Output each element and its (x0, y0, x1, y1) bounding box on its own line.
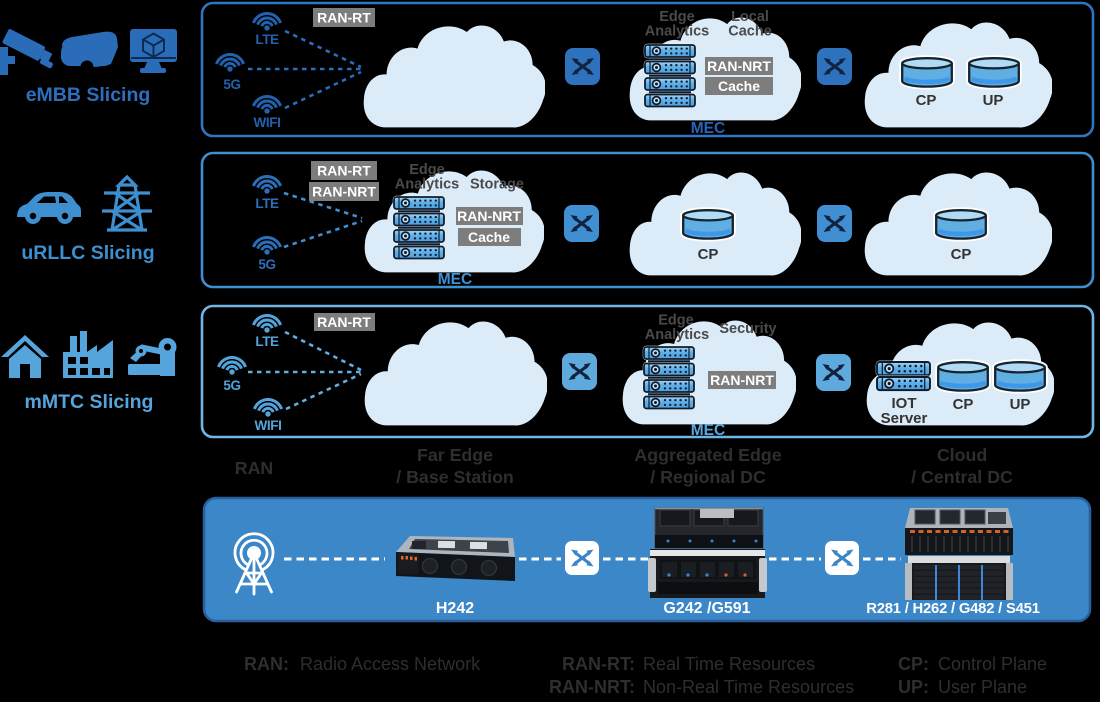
svg-text:Edge: Edge (659, 9, 694, 25)
svg-text:LTE: LTE (255, 334, 279, 349)
svg-text:CP: CP (953, 396, 974, 413)
svg-text:WIFI: WIFI (255, 418, 282, 433)
svg-text:Far Edge: Far Edge (417, 445, 493, 465)
svg-text:5G: 5G (223, 378, 240, 393)
svg-text:RAN-NRT: RAN-NRT (710, 372, 774, 388)
svg-text:LTE: LTE (255, 196, 279, 211)
svg-text:LTE: LTE (255, 32, 279, 47)
svg-text:Edge: Edge (658, 313, 693, 329)
svg-text:RAN-NRT: RAN-NRT (312, 184, 376, 200)
svg-text:CP: CP (698, 246, 719, 263)
svg-text:UP: UP (983, 92, 1004, 109)
svg-text:Aggregated Edge: Aggregated Edge (634, 445, 781, 465)
svg-text:RAN-RT: RAN-RT (317, 163, 371, 179)
svg-text:/ Central DC: / Central DC (911, 467, 1013, 487)
svg-text:/ Regional DC: / Regional DC (650, 467, 766, 487)
svg-text:Cache: Cache (468, 229, 510, 245)
svg-text:Cache: Cache (718, 78, 760, 94)
svg-text:Analytics: Analytics (395, 177, 459, 193)
svg-text:R281 / H262 / G482 / S451: R281 / H262 / G482 / S451 (866, 601, 1040, 617)
svg-text:RAN-RT: RAN-RT (317, 10, 371, 26)
svg-text:Non-Real Time Resources: Non-Real Time Resources (643, 677, 854, 697)
svg-text:RAN-NRT:: RAN-NRT: (549, 677, 635, 697)
svg-text:Analytics: Analytics (645, 24, 709, 40)
svg-text:RAN-NRT: RAN-NRT (457, 208, 521, 224)
svg-text:IOT: IOT (892, 395, 917, 412)
svg-text:Control Plane: Control Plane (938, 654, 1047, 674)
svg-text:User Plane: User Plane (938, 677, 1027, 697)
svg-text:MEC: MEC (438, 271, 472, 288)
svg-text:Radio Access Network: Radio Access Network (300, 654, 481, 674)
svg-text:Storage: Storage (470, 177, 524, 193)
svg-text:Security: Security (719, 321, 776, 337)
svg-text:Cloud: Cloud (937, 445, 987, 465)
svg-text:MEC: MEC (691, 422, 725, 439)
svg-text:5G: 5G (258, 257, 275, 272)
svg-text:WIFI: WIFI (254, 115, 281, 130)
svg-text:/ Base Station: / Base Station (396, 467, 514, 487)
svg-text:Local: Local (731, 9, 769, 25)
svg-text:Real Time Resources: Real Time Resources (643, 654, 815, 674)
svg-text:CP:: CP: (898, 654, 929, 674)
svg-text:Server: Server (881, 410, 928, 427)
svg-text:RAN: RAN (235, 458, 274, 478)
svg-text:eMBB Slicing: eMBB Slicing (26, 84, 151, 106)
svg-text:CP: CP (916, 92, 937, 109)
svg-text:UP: UP (1010, 396, 1031, 413)
svg-text:RAN-NRT: RAN-NRT (707, 58, 771, 74)
svg-text:Cache: Cache (728, 24, 772, 40)
svg-text:G242 /G591: G242 /G591 (663, 600, 750, 617)
svg-text:H242: H242 (436, 600, 474, 617)
svg-text:5G: 5G (223, 77, 240, 92)
svg-text:RAN-RT: RAN-RT (317, 314, 371, 330)
svg-text:RAN:: RAN: (244, 654, 289, 674)
svg-text:mMTC Slicing: mMTC Slicing (25, 391, 154, 413)
svg-text:MEC: MEC (691, 120, 725, 137)
svg-text:CP: CP (951, 246, 972, 263)
svg-text:uRLLC Slicing: uRLLC Slicing (21, 242, 154, 264)
svg-text:Analytics: Analytics (645, 327, 709, 343)
svg-text:RAN-RT:: RAN-RT: (562, 654, 635, 674)
svg-text:UP:: UP: (898, 677, 929, 697)
svg-text:Edge: Edge (409, 162, 444, 178)
